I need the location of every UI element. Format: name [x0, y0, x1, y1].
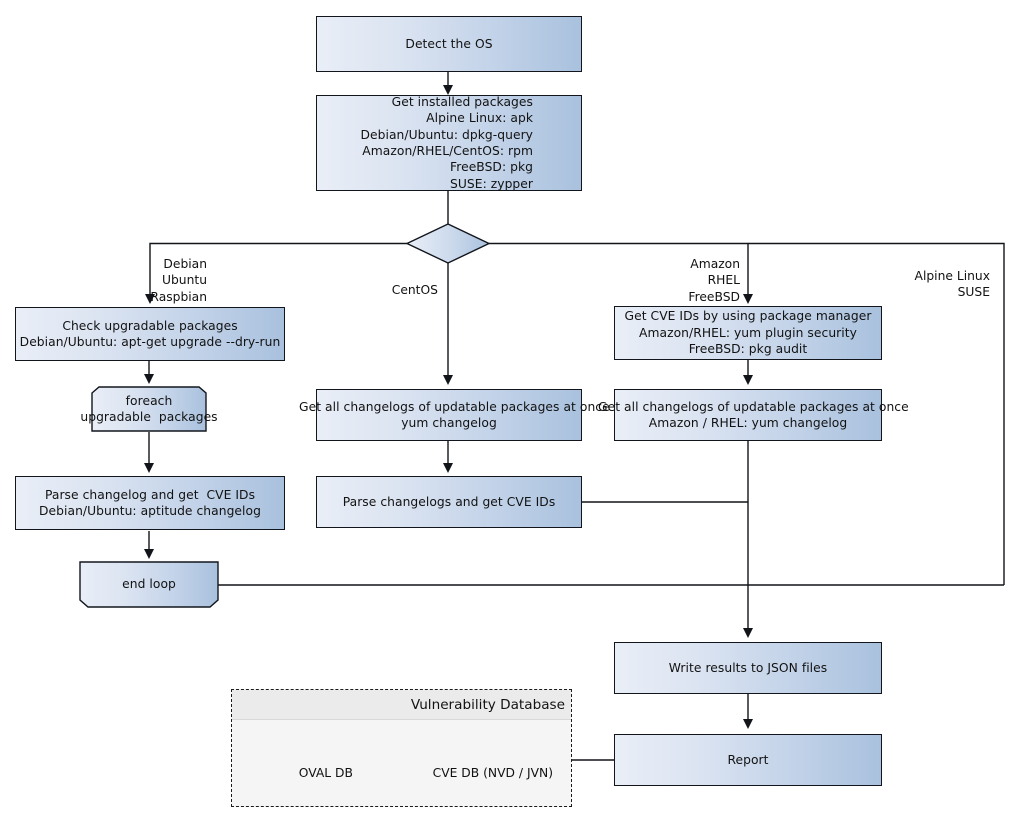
node-get-installed-packages-label: Get installed packages Alpine Linux: apk…	[360, 94, 533, 191]
branch-label-amazon: Amazon RHEL FreeBSD	[590, 239, 740, 322]
node-changelogs-amazon[interactable]: Get all changelogs of updatable packages…	[598, 389, 909, 441]
node-get-cve-package-manager[interactable]: Get CVE IDs by using package manager Ama…	[614, 306, 882, 360]
node-changelogs-centos[interactable]: Get all changelogs of updatable packages…	[299, 389, 610, 441]
vulnerability-database-group: Vulnerability Database	[231, 689, 572, 807]
branch-label-centos: CentOS	[325, 265, 438, 315]
node-changelogs-centos-label: Get all changelogs of updatable packages…	[299, 399, 610, 430]
arrowhead-layer	[144, 85, 753, 729]
cve-db-label: CVE DB (NVD / JVN)	[414, 752, 556, 794]
node-check-upgradable-label: Check upgradable packages Debian/Ubuntu:…	[19, 318, 281, 349]
node-write-json[interactable]: Write results to JSON files	[614, 642, 882, 694]
node-changelogs-amazon-label: Get all changelogs of updatable packages…	[598, 399, 909, 430]
vulnerability-database-title-text: Vulnerability Database	[410, 696, 565, 713]
node-parse-changelog-debian[interactable]: Parse changelog and get CVE IDs Debian/U…	[15, 476, 285, 530]
node-parse-changelogs-centos[interactable]: Parse changelogs and get CVE IDs	[316, 476, 582, 528]
cve-db-label-text: CVE DB (NVD / JVN)	[432, 766, 553, 780]
node-foreach-loop-label: foreach upgradable packages	[80, 393, 218, 424]
branch-label-centos-text: CentOS	[391, 282, 438, 297]
node-parse-changelogs-centos-label: Parse changelogs and get CVE IDs	[342, 494, 556, 509]
node-foreach-loop[interactable]: foreach upgradable packages	[80, 387, 217, 431]
edge-decision-to-alpine	[748, 242, 1005, 585]
node-report-label: Report	[727, 752, 769, 767]
edge-layer	[148, 72, 1005, 761]
loop-end-shape[interactable]	[79, 561, 219, 608]
node-detect-os[interactable]: Detect the OS	[316, 16, 582, 72]
node-get-installed-packages[interactable]: Get installed packages Alpine Linux: apk…	[316, 95, 582, 191]
branch-label-amazon-text: Amazon RHEL FreeBSD	[688, 256, 740, 304]
node-check-upgradable[interactable]: Check upgradable packages Debian/Ubuntu:…	[15, 307, 285, 361]
branch-label-alpine: Alpine Linux SUSE	[850, 251, 990, 317]
node-report[interactable]: Report	[614, 734, 882, 786]
node-detect-os-label: Detect the OS	[405, 36, 493, 51]
branch-label-debian-text: Debian Ubuntu Raspbian	[150, 256, 207, 304]
node-end-loop[interactable]: end loop	[80, 562, 218, 607]
oval-db-label-text: OVAL DB	[298, 766, 353, 780]
oval-db-label: OVAL DB	[249, 752, 387, 794]
branch-label-debian: Debian Ubuntu Raspbian	[47, 239, 207, 322]
loop-start-shape[interactable]	[91, 386, 207, 432]
edge-decision-to-debian	[149, 242, 407, 300]
vulnerability-database-title: Vulnerability Database	[232, 690, 571, 720]
branch-label-alpine-text: Alpine Linux SUSE	[914, 268, 990, 300]
node-get-cve-package-manager-label: Get CVE IDs by using package manager Ama…	[624, 309, 872, 357]
node-write-json-label: Write results to JSON files	[668, 660, 828, 675]
decision-diamond[interactable]	[405, 223, 491, 264]
node-parse-changelog-debian-label: Parse changelog and get CVE IDs Debian/U…	[39, 487, 261, 518]
node-end-loop-label: end loop	[122, 577, 176, 592]
